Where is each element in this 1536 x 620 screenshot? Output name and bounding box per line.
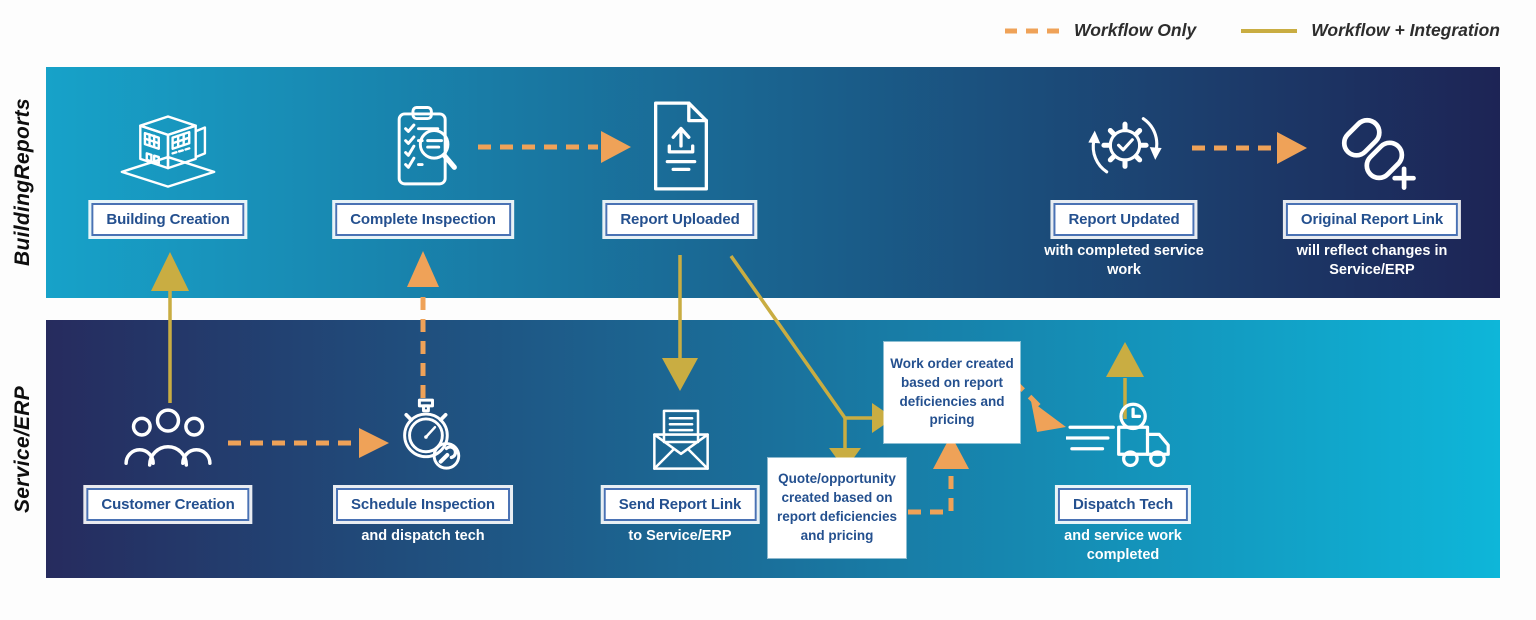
customers-icon xyxy=(120,402,216,474)
lane-label-buildingreports: BuildingReports xyxy=(11,98,34,267)
sync-gear-icon xyxy=(1070,100,1180,196)
legend-workflow-only-label: Workflow Only xyxy=(1074,20,1197,40)
building-icon xyxy=(108,98,228,194)
solid-line-swatch xyxy=(1241,28,1298,33)
report-updated-sublabel: with completed service work xyxy=(1044,243,1204,279)
dispatch-tech-sublabel: and service work completed xyxy=(1064,528,1182,564)
original-report-link-sublabel: will reflect changes in Service/ERP xyxy=(1296,243,1448,279)
legend-workflow-integration-label: Workflow + Integration xyxy=(1311,20,1500,40)
schedule-inspection-sublabel: and dispatch tech xyxy=(361,528,485,544)
document-upload-icon xyxy=(642,97,720,195)
lane-label-service-erp: Service/ERP xyxy=(11,385,34,513)
dashed-line-swatch xyxy=(1005,28,1060,33)
report-updated-label: Report Updated xyxy=(1050,200,1198,239)
inspection-checklist-icon xyxy=(378,100,470,196)
send-report-link-sublabel: to Service/ERP xyxy=(628,528,732,544)
send-mail-icon xyxy=(644,401,718,477)
customer-creation-label: Customer Creation xyxy=(83,485,253,524)
work-order-note: Work order created based on report defic… xyxy=(884,342,1020,443)
dispatch-truck-icon xyxy=(1066,402,1184,474)
report-uploaded-label: Report Uploaded xyxy=(602,200,758,239)
schedule-stopwatch-icon xyxy=(388,396,468,478)
quote-opportunity-note: Quote/opportunity created based on repor… xyxy=(768,458,906,558)
building-creation-label: Building Creation xyxy=(88,200,248,239)
schedule-inspection-label: Schedule Inspection xyxy=(333,485,513,524)
legend: Workflow Only Workflow + Integration xyxy=(1003,20,1500,41)
report-link-icon xyxy=(1324,103,1424,197)
complete-inspection-label: Complete Inspection xyxy=(332,200,514,239)
dispatch-tech-label: Dispatch Tech xyxy=(1054,485,1192,524)
send-report-link-label: Send Report Link xyxy=(600,485,760,524)
original-report-link-label: Original Report Link xyxy=(1282,200,1462,239)
